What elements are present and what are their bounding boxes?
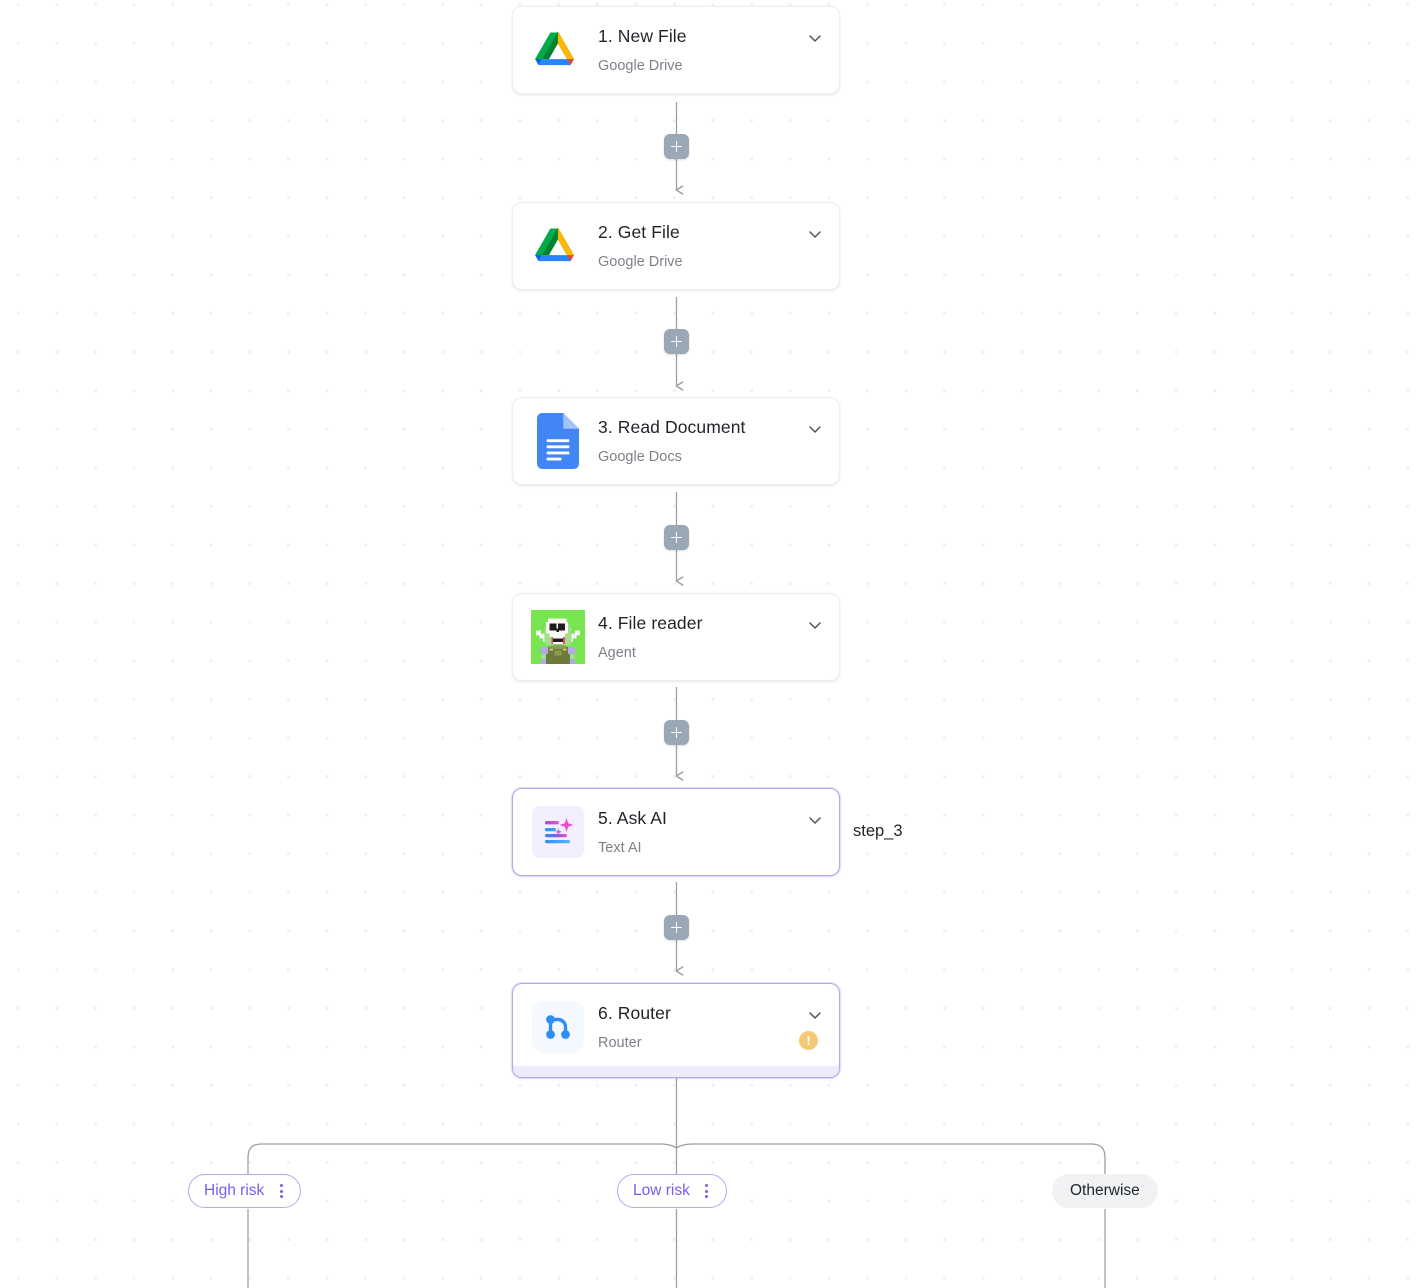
router-icon (528, 997, 588, 1057)
kebab-menu-icon[interactable] (274, 1183, 288, 1199)
add-step-button-4[interactable] (664, 720, 689, 745)
step-subtitle: Agent (598, 645, 636, 661)
router-card-footer (513, 1066, 839, 1077)
step-subtitle: Google Drive (598, 58, 683, 74)
google-drive-icon (528, 20, 588, 80)
agent-avatar-icon (528, 607, 588, 667)
step-title: 1. New File (598, 26, 687, 46)
branch-pill-low-risk[interactable]: Low risk (617, 1174, 727, 1208)
step-title: 2. Get File (598, 222, 680, 242)
google-drive-icon (528, 216, 588, 276)
add-step-button-2[interactable] (664, 329, 689, 354)
chevron-down-icon[interactable] (805, 224, 825, 244)
workflow-step-card-4[interactable]: 4. File reader Agent (512, 593, 840, 681)
workflow-step-card-1[interactable]: 1. New File Google Drive (512, 6, 840, 94)
step-subtitle: Google Drive (598, 254, 683, 270)
step-title: 6. Router (598, 1003, 671, 1023)
workflow-step-card-3[interactable]: 3. Read Document Google Docs (512, 397, 840, 485)
workflow-step-card-6[interactable]: 6. Router Router ! (512, 983, 840, 1078)
step-subtitle: Router (598, 1035, 642, 1051)
add-step-button-1[interactable] (664, 134, 689, 159)
branch-label: High risk (204, 1182, 265, 1199)
workflow-step-card-2[interactable]: 2. Get File Google Drive (512, 202, 840, 290)
add-step-button-3[interactable] (664, 525, 689, 550)
kebab-menu-icon[interactable] (700, 1183, 714, 1199)
chevron-down-icon[interactable] (805, 28, 825, 48)
branch-label: Low risk (633, 1182, 690, 1199)
google-docs-icon (528, 411, 588, 471)
step-subtitle: Text AI (598, 840, 642, 856)
step-title: 4. File reader (598, 613, 703, 633)
branch-pill-otherwise[interactable]: Otherwise (1052, 1174, 1158, 1208)
chevron-down-icon[interactable] (805, 615, 825, 635)
step-subtitle: Google Docs (598, 449, 682, 465)
step-title: 5. Ask AI (598, 808, 667, 828)
chevron-down-icon[interactable] (805, 419, 825, 439)
step-side-label: step_3 (853, 822, 903, 840)
workflow-step-card-5[interactable]: 5. Ask AI Text AI (512, 788, 840, 876)
chevron-down-icon[interactable] (805, 810, 825, 830)
add-step-button-5[interactable] (664, 915, 689, 940)
chevron-down-icon[interactable] (805, 1005, 825, 1025)
warning-badge-label: ! (806, 1033, 811, 1048)
branch-label: Otherwise (1070, 1182, 1140, 1199)
step-title: 3. Read Document (598, 417, 746, 437)
branch-pill-high-risk[interactable]: High risk (188, 1174, 302, 1208)
text-ai-icon (528, 802, 588, 862)
warning-badge[interactable]: ! (799, 1031, 818, 1050)
